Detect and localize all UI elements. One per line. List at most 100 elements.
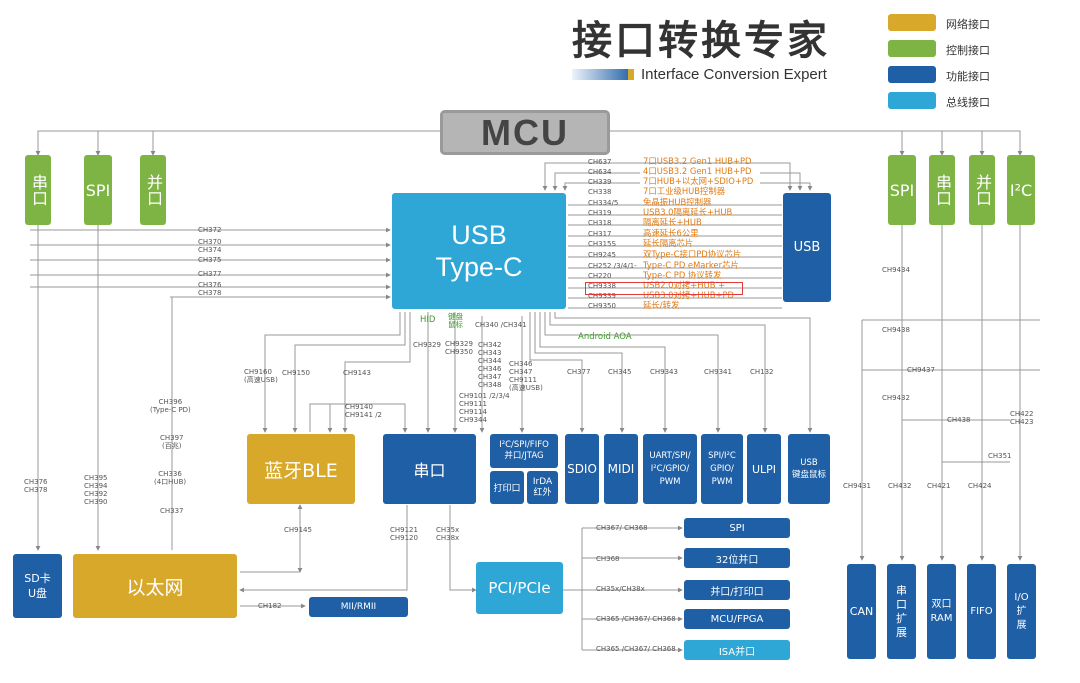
legend-swatch-bus (888, 92, 936, 109)
label-ch9341: CH9341 (704, 368, 732, 376)
sdio-block[interactable]: SDIO (565, 434, 599, 504)
left-spi-block[interactable]: SPI (84, 155, 112, 225)
can-label: CAN (849, 605, 874, 618)
chip-desc: 7口HUB+以太网+SDIO+PD (643, 176, 754, 186)
chip-code: CH9350 (588, 302, 616, 310)
printer-block[interactable]: 打印口 (490, 471, 524, 504)
label-ch9329-9350: CH9329 CH9350 (445, 340, 473, 356)
label-ch376-378: CH376 CH378 (24, 478, 48, 494)
irda-label: IrDA 红外 (532, 476, 553, 498)
fifo-block[interactable]: FIFO (967, 564, 996, 659)
ble-label: 蓝牙BLE (264, 459, 338, 482)
label-hid: HID (420, 315, 436, 325)
chip-code: CH9245 (588, 251, 616, 259)
chip-desc: USB3.0隔离延长+HUB (643, 207, 733, 217)
label-ch340: CH340 /CH341 (475, 321, 527, 329)
label-ch35x-38x: CH35x/CH38x (596, 585, 645, 593)
dual-ram-block[interactable]: 双口 RAM (927, 564, 956, 659)
chip-code: CH339 (588, 178, 612, 186)
par32-block[interactable]: 32位并口 (684, 548, 790, 568)
chip-desc: 7口USB3.2 Gen1 HUB+PD (643, 156, 752, 166)
usb-kbd-block[interactable]: USB 键盘鼠标 (788, 434, 830, 504)
pci-label: PCI/PCIe (488, 579, 551, 597)
par32-label: 32位并口 (715, 554, 759, 566)
sd-card-block[interactable]: SD卡 U盘 (13, 554, 62, 618)
left-parallel-block[interactable]: 并口 (140, 155, 166, 225)
ethernet-block[interactable]: 以太网 (73, 554, 237, 618)
usb-typec-block[interactable]: USB Type-C (392, 193, 566, 309)
label-ch438: CH438 (947, 416, 971, 424)
par-print-label: 并口/打印口 (710, 586, 764, 598)
left-parallel-label: 并口 (144, 174, 163, 206)
fifo-label: FIFO (970, 606, 993, 617)
mii-block[interactable]: MII/RMII (309, 597, 408, 617)
serial-ext-block[interactable]: 串 口 扩 展 (887, 564, 916, 659)
ble-block[interactable]: 蓝牙BLE (247, 434, 355, 504)
chip-code: CH634 (588, 168, 612, 176)
mii-label: MII/RMII (340, 602, 377, 612)
can-block[interactable]: CAN (847, 564, 876, 659)
chip-desc: USB3.0对拷+HUB+PD (643, 290, 734, 300)
usb-kbd-label: USB 键盘鼠标 (791, 458, 826, 480)
label-ch421: CH421 (927, 482, 951, 490)
label-android: Android AOA (578, 332, 632, 342)
label-ch345: CH345 (608, 368, 632, 376)
i2c-spi-fifo-block[interactable]: I²C/SPI/FIFO 并口/JTAG (490, 434, 558, 468)
label-ch377-b: CH377 (567, 368, 591, 376)
chip-label-ch374: CH374 (198, 246, 222, 254)
chip-code: CH319 (588, 209, 612, 217)
chip-desc: Type-C PD eMarker芯片 (643, 260, 739, 270)
legend-swatch-control (888, 40, 936, 57)
serial-mid-label: 串口 (413, 461, 446, 480)
chip-desc: 延长隔离芯片 (643, 238, 694, 248)
isa-block[interactable]: ISA并口 (684, 640, 790, 660)
label-ch336: CH336 (4口HUB) (154, 470, 187, 486)
right-spi-block[interactable]: SPI (888, 155, 916, 225)
right-parallel-block[interactable]: 并口 (969, 155, 995, 225)
label-ch9140: CH9140 CH9141 /2 (345, 403, 383, 419)
label-ch132: CH132 (750, 368, 774, 376)
legend-swatch-network (888, 14, 936, 31)
io-ext-block[interactable]: I/O 扩 展 (1007, 564, 1036, 659)
label-ch9343: CH9343 (650, 368, 678, 376)
pci-block[interactable]: PCI/PCIe (476, 562, 563, 614)
chip-label-ch375: CH375 (198, 256, 222, 264)
mcu-block[interactable]: MCU (440, 110, 610, 155)
usb-typec-label: USB Type-C (435, 220, 523, 282)
label-kbd-mouse: 键盘 鼠标 (448, 312, 463, 329)
legend-label-network: 网络接口 (946, 18, 990, 31)
page-subtitle: Interface Conversion Expert (641, 66, 827, 83)
right-spi-label: SPI (889, 180, 915, 200)
chip-desc: 高速延长6公里 (643, 228, 699, 238)
left-serial-block[interactable]: 串口 (25, 155, 51, 225)
label-ch9431: CH9431 (843, 482, 871, 490)
label-ch367-368: CH367/ CH368 (596, 524, 648, 532)
chip-label-ch372: CH372 (198, 226, 222, 234)
mcu-fpga-block[interactable]: MCU/FPGA (684, 609, 790, 629)
midi-block[interactable]: MIDI (604, 434, 638, 504)
label-ch9438: CH9438 (882, 326, 910, 334)
chip-desc: 延长/转发 (643, 300, 680, 310)
right-parallel-label: 并口 (973, 174, 992, 206)
right-i2c-block[interactable]: I²C (1007, 155, 1035, 225)
par-print-block[interactable]: 并口/打印口 (684, 580, 790, 600)
chip-desc: 7口工业级HUB控制器 (643, 186, 726, 196)
usb-label: USB (793, 240, 821, 255)
serial-mid-block[interactable]: 串口 (383, 434, 476, 504)
chip-code: CH334/5 (588, 199, 619, 207)
uart-spi-block[interactable]: UART/SPI/ I²C/GPIO/ PWM (643, 434, 697, 504)
irda-block[interactable]: IrDA 红外 (527, 471, 558, 504)
highlight-box (585, 282, 743, 295)
right-serial-block[interactable]: 串口 (929, 155, 955, 225)
chip-desc: Type-C PD 协议转发 (643, 270, 722, 280)
spi-i2c-gpio-block[interactable]: SPI/I²C GPIO/ PWM (701, 434, 743, 504)
chip-code: CH9338 (588, 282, 616, 290)
ulpi-block[interactable]: ULPI (747, 434, 781, 504)
spi-out-block[interactable]: SPI (684, 518, 790, 538)
label-ch9432: CH9432 (882, 394, 910, 402)
label-ch337: CH337 (160, 507, 184, 515)
chip-code: CH318 (588, 219, 612, 227)
usb-block[interactable]: USB (783, 193, 831, 302)
chip-label-ch378: CH378 (198, 289, 222, 297)
